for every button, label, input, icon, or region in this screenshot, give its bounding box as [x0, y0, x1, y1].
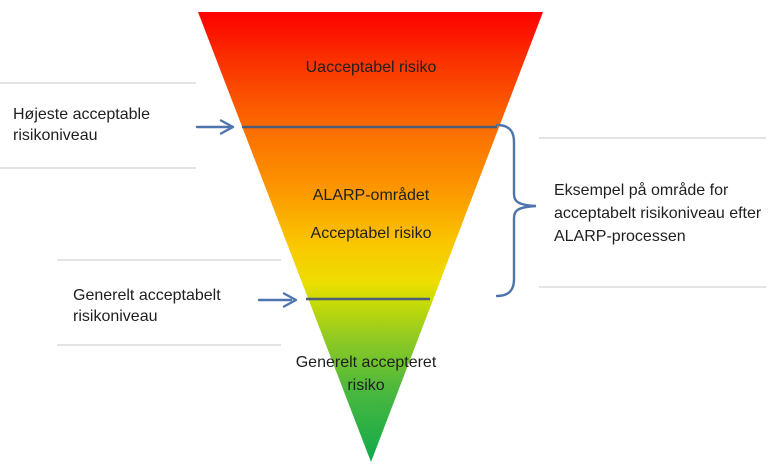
arrow-right-icon-lower [257, 292, 298, 308]
annotation-highest-acceptable-risk-level: Højeste acceptable risikoniveau [13, 106, 150, 144]
zone-label-generally-accepted-risk: Generelt accepteret risiko [295, 354, 437, 394]
zone-label-acceptable-risk: Acceptabel risiko [310, 225, 432, 242]
risk-funnel-triangle [198, 12, 543, 462]
arrow-right-icon-upper [195, 119, 235, 135]
divider-group [0, 82, 766, 346]
annotation-alarp-process-example: Eksempel på område for acceptabelt risik… [554, 182, 762, 245]
curly-brace-icon [495, 123, 537, 298]
zone-label-alarp-area: ALARP-området [312, 187, 430, 204]
annotation-generally-acceptable-risk-level: Generelt acceptabelt risikoniveau [73, 287, 221, 325]
zone-label-unacceptable-risk: Uacceptabel risiko [305, 59, 437, 76]
